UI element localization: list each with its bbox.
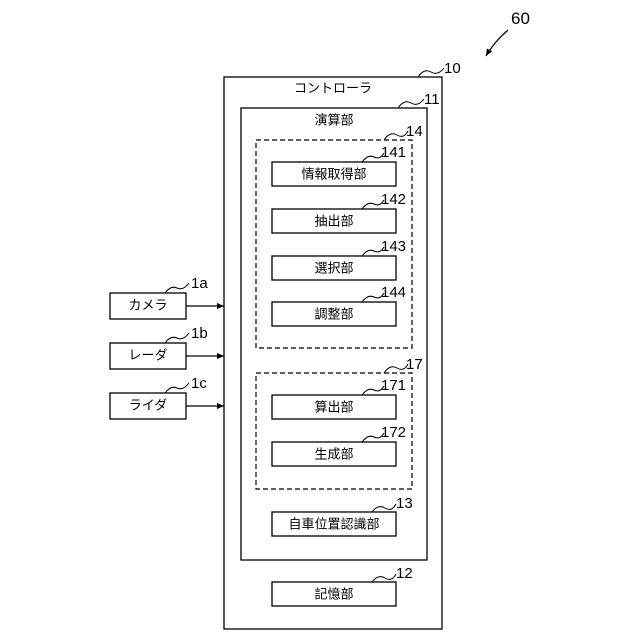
sensor-radar-label: レーダ [128, 349, 167, 364]
sensor-lidar-ref: 1c [191, 375, 207, 392]
unit-172-label: 生成部 [314, 448, 353, 463]
unit-141-ref: 141 [381, 144, 406, 161]
unit-171-ref: 171 [381, 377, 406, 394]
sensor-lidar-ref-leader [165, 383, 189, 393]
unit-143-ref: 143 [381, 238, 406, 255]
controller-ref: 10 [444, 60, 461, 77]
sensor-camera-label: カメラ [128, 299, 167, 314]
system-ref-arrow [486, 30, 508, 56]
self-position-ref: 13 [396, 495, 413, 512]
unit-172-ref: 172 [381, 424, 406, 441]
sensor-camera-ref: 1a [191, 275, 208, 292]
group-14-ref: 14 [406, 123, 423, 140]
storage-ref: 12 [396, 565, 413, 582]
unit-144-label: 調整部 [314, 308, 353, 323]
unit-171-label: 算出部 [314, 401, 353, 416]
system-ref-label: 60 [511, 9, 530, 28]
self-position-label: 自車位置認識部 [288, 517, 379, 533]
sensor-radar-ref-leader [165, 333, 189, 343]
unit-141-label: 情報取得部 [301, 167, 366, 183]
unit-144-ref: 144 [381, 284, 406, 301]
controller-label: コントローラ [294, 82, 372, 97]
unit-142-label: 抽出部 [314, 215, 353, 230]
unit-143-label: 選択部 [314, 262, 353, 277]
sensor-radar-ref: 1b [191, 325, 208, 342]
sensor-camera-ref-leader [165, 283, 189, 293]
compute-ref: 11 [424, 91, 440, 108]
sensor-lidar-label: ライダ [129, 399, 167, 414]
group-17-ref: 17 [406, 356, 423, 373]
storage-label: 記憶部 [314, 587, 353, 603]
controller-ref-leader [418, 68, 444, 77]
unit-142-ref: 142 [381, 191, 406, 208]
compute-label: 演算部 [314, 113, 353, 129]
